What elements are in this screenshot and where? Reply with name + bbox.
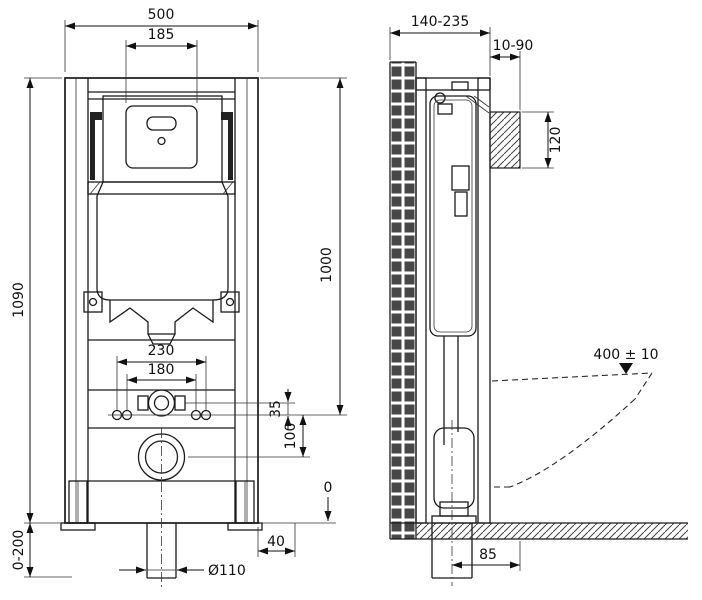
dimension-plate-height: 120 <box>522 111 564 169</box>
wall-bracket-right <box>220 291 240 313</box>
dimension-floor-reference: 0 <box>260 480 336 524</box>
dim-drain-distance-label: 85 <box>479 547 497 563</box>
dimension-flush-height: 1000 <box>260 77 347 415</box>
dimension-bolts-to-drain: 100 <box>283 415 307 457</box>
flush-button <box>146 116 177 131</box>
dim-bowl-height-label: 400 ± 10 <box>593 347 658 363</box>
front-view: 500 185 1090 0-200 230 <box>11 7 347 588</box>
hanger-hook-right <box>221 112 233 180</box>
toilet-bowl-outline <box>491 372 653 488</box>
dimension-total-height: 1090 <box>11 77 62 524</box>
dim-total-width-label: 500 <box>148 7 175 23</box>
bowl-height-marker <box>619 363 633 374</box>
hanger-hook-left <box>90 112 102 180</box>
dim-bolts-inner-label: 180 <box>148 362 175 378</box>
side-view: 140-235 10-90 120 400 ± 10 85 <box>389 14 688 586</box>
flush-plate-cutout <box>489 111 521 169</box>
dim-floor-reference-label: 0 <box>324 480 333 496</box>
dimension-bowl-height: 400 ± 10 <box>593 347 659 374</box>
dim-bolts-to-drain-label: 100 <box>283 423 299 450</box>
dimension-leg-range: 0-200 <box>11 523 72 578</box>
dim-drain-diameter-label: Ø110 <box>208 563 246 579</box>
dimension-drain-distance: 85 <box>452 541 521 571</box>
floor-hatch <box>416 523 688 539</box>
bowl-support-bracket <box>109 300 214 335</box>
water-inlet-flange <box>147 389 176 417</box>
dimension-inlet-to-bolts: 35 <box>268 389 292 429</box>
dimension-drain-diameter: Ø110 <box>119 563 246 579</box>
cistern-front <box>87 95 236 345</box>
dim-plate-width-label: 185 <box>148 27 175 43</box>
dim-leg-range-label: 0-200 <box>11 530 27 571</box>
dim-foot-offset-label: 40 <box>267 534 285 550</box>
cistern-side <box>429 95 477 586</box>
dimension-bolts-inner: 180 <box>126 362 197 410</box>
dimension-foot-offset: 40 <box>257 523 296 557</box>
adjustable-feet <box>60 480 263 531</box>
dimension-total-width: 500 <box>64 7 259 72</box>
wall-section <box>389 61 417 539</box>
dimension-finish-range: 10-90 <box>490 38 533 110</box>
drain-bend <box>433 427 475 509</box>
floor-section <box>390 522 688 540</box>
wall-tile-hatch <box>390 62 416 539</box>
flush-plate <box>125 105 198 169</box>
dimension-bolts-outer: 230 <box>116 343 207 410</box>
dim-flush-height-label: 1000 <box>319 247 335 283</box>
dim-depth-range-label: 140-235 <box>411 14 470 30</box>
mounting-frame-side <box>415 77 491 524</box>
dim-plate-height-label: 120 <box>548 127 564 154</box>
connections-front <box>111 389 212 588</box>
dim-inlet-to-bolts-label: 35 <box>268 400 284 418</box>
dim-total-height-label: 1090 <box>11 282 27 318</box>
dimension-depth-range: 140-235 <box>389 14 491 76</box>
dimension-plate-width: 185 <box>125 27 198 103</box>
tank-body <box>96 181 229 301</box>
dim-finish-range-label: 10-90 <box>493 38 534 54</box>
wall-bracket-left <box>83 291 103 313</box>
dim-bolts-outer-label: 230 <box>148 343 175 359</box>
